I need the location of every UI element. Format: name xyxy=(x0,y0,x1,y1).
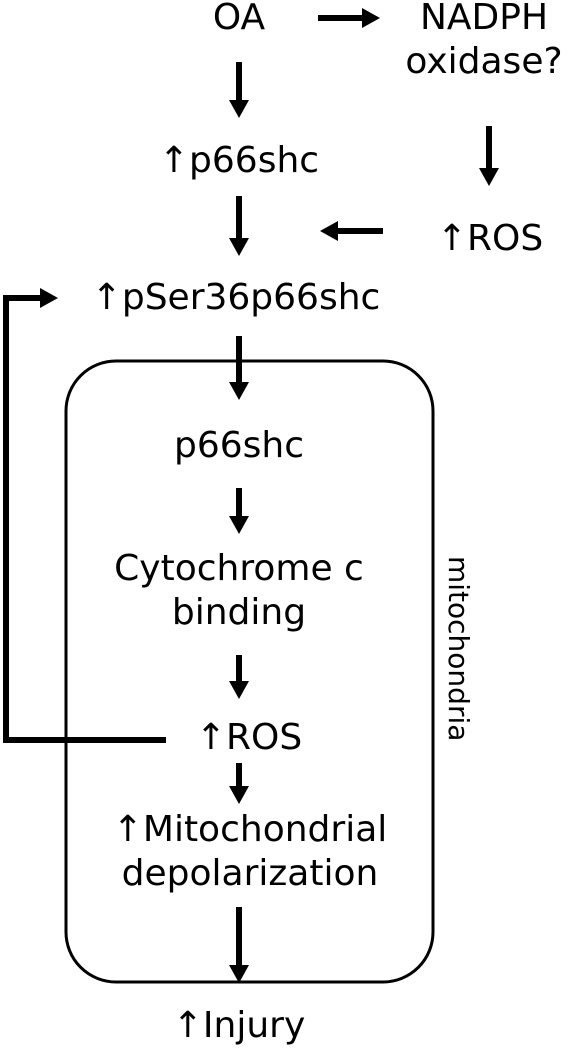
arrow-nadph-to-ros xyxy=(479,126,499,186)
node-p66shc-mito-label: p66shc xyxy=(173,425,305,466)
node-cytc-line1: Cytochrome c xyxy=(114,548,364,589)
node-depol-line1: ↑Mitochondrial xyxy=(112,809,388,850)
arrow-pser36-to-mito xyxy=(229,336,249,400)
node-p66shc-up: ↑p66shc xyxy=(129,139,349,183)
mitochondria-box xyxy=(64,359,435,984)
node-nadph-line1: NADPH xyxy=(419,0,549,38)
node-ros-top-label: ↑ROS xyxy=(436,218,544,259)
node-injury: ↑Injury xyxy=(154,1004,324,1048)
arrow-depol-to-injury xyxy=(229,907,249,983)
arrow-cytc-to-ros xyxy=(229,655,249,699)
node-depol-line2: depolarization xyxy=(121,853,379,894)
node-ros-top: ↑ROS xyxy=(410,217,570,261)
node-oa-label: OA xyxy=(212,0,266,38)
node-mitochondrial-depolarization: ↑Mitochondrial depolarization xyxy=(72,808,428,896)
node-ros-mito-label: ↑ROS xyxy=(195,717,303,758)
node-cytc-line2: binding xyxy=(171,592,307,633)
node-ros-mito: ↑ROS xyxy=(179,716,319,760)
node-cytochrome-c-binding: Cytochrome c binding xyxy=(84,547,394,635)
node-p66shc-mito: p66shc xyxy=(139,424,339,468)
node-oa: OA xyxy=(197,0,281,40)
arrow-p66shc-to-pser36 xyxy=(229,196,249,256)
arrow-oa-to-nadph xyxy=(318,8,380,28)
node-nadph-oxidase: NADPH oxidase? xyxy=(394,0,574,84)
node-pser36p66shc: ↑pSer36p66shc xyxy=(56,276,416,320)
node-nadph-line2: oxidase? xyxy=(405,41,563,82)
arrow-feedback-ros-to-pser36 xyxy=(3,288,166,743)
node-pser36-label: ↑pSer36p66shc xyxy=(91,277,381,318)
mitochondria-label: mitochondria xyxy=(442,556,475,742)
node-injury-label: ↑Injury xyxy=(172,1005,306,1046)
node-p66shc-up-label: ↑p66shc xyxy=(158,140,320,181)
arrow-oa-to-p66shc xyxy=(229,62,249,118)
arrow-ros-to-pser36 xyxy=(320,221,383,241)
arrow-p66shc-to-cytc xyxy=(229,488,249,534)
arrow-ros-to-depol xyxy=(229,763,249,804)
